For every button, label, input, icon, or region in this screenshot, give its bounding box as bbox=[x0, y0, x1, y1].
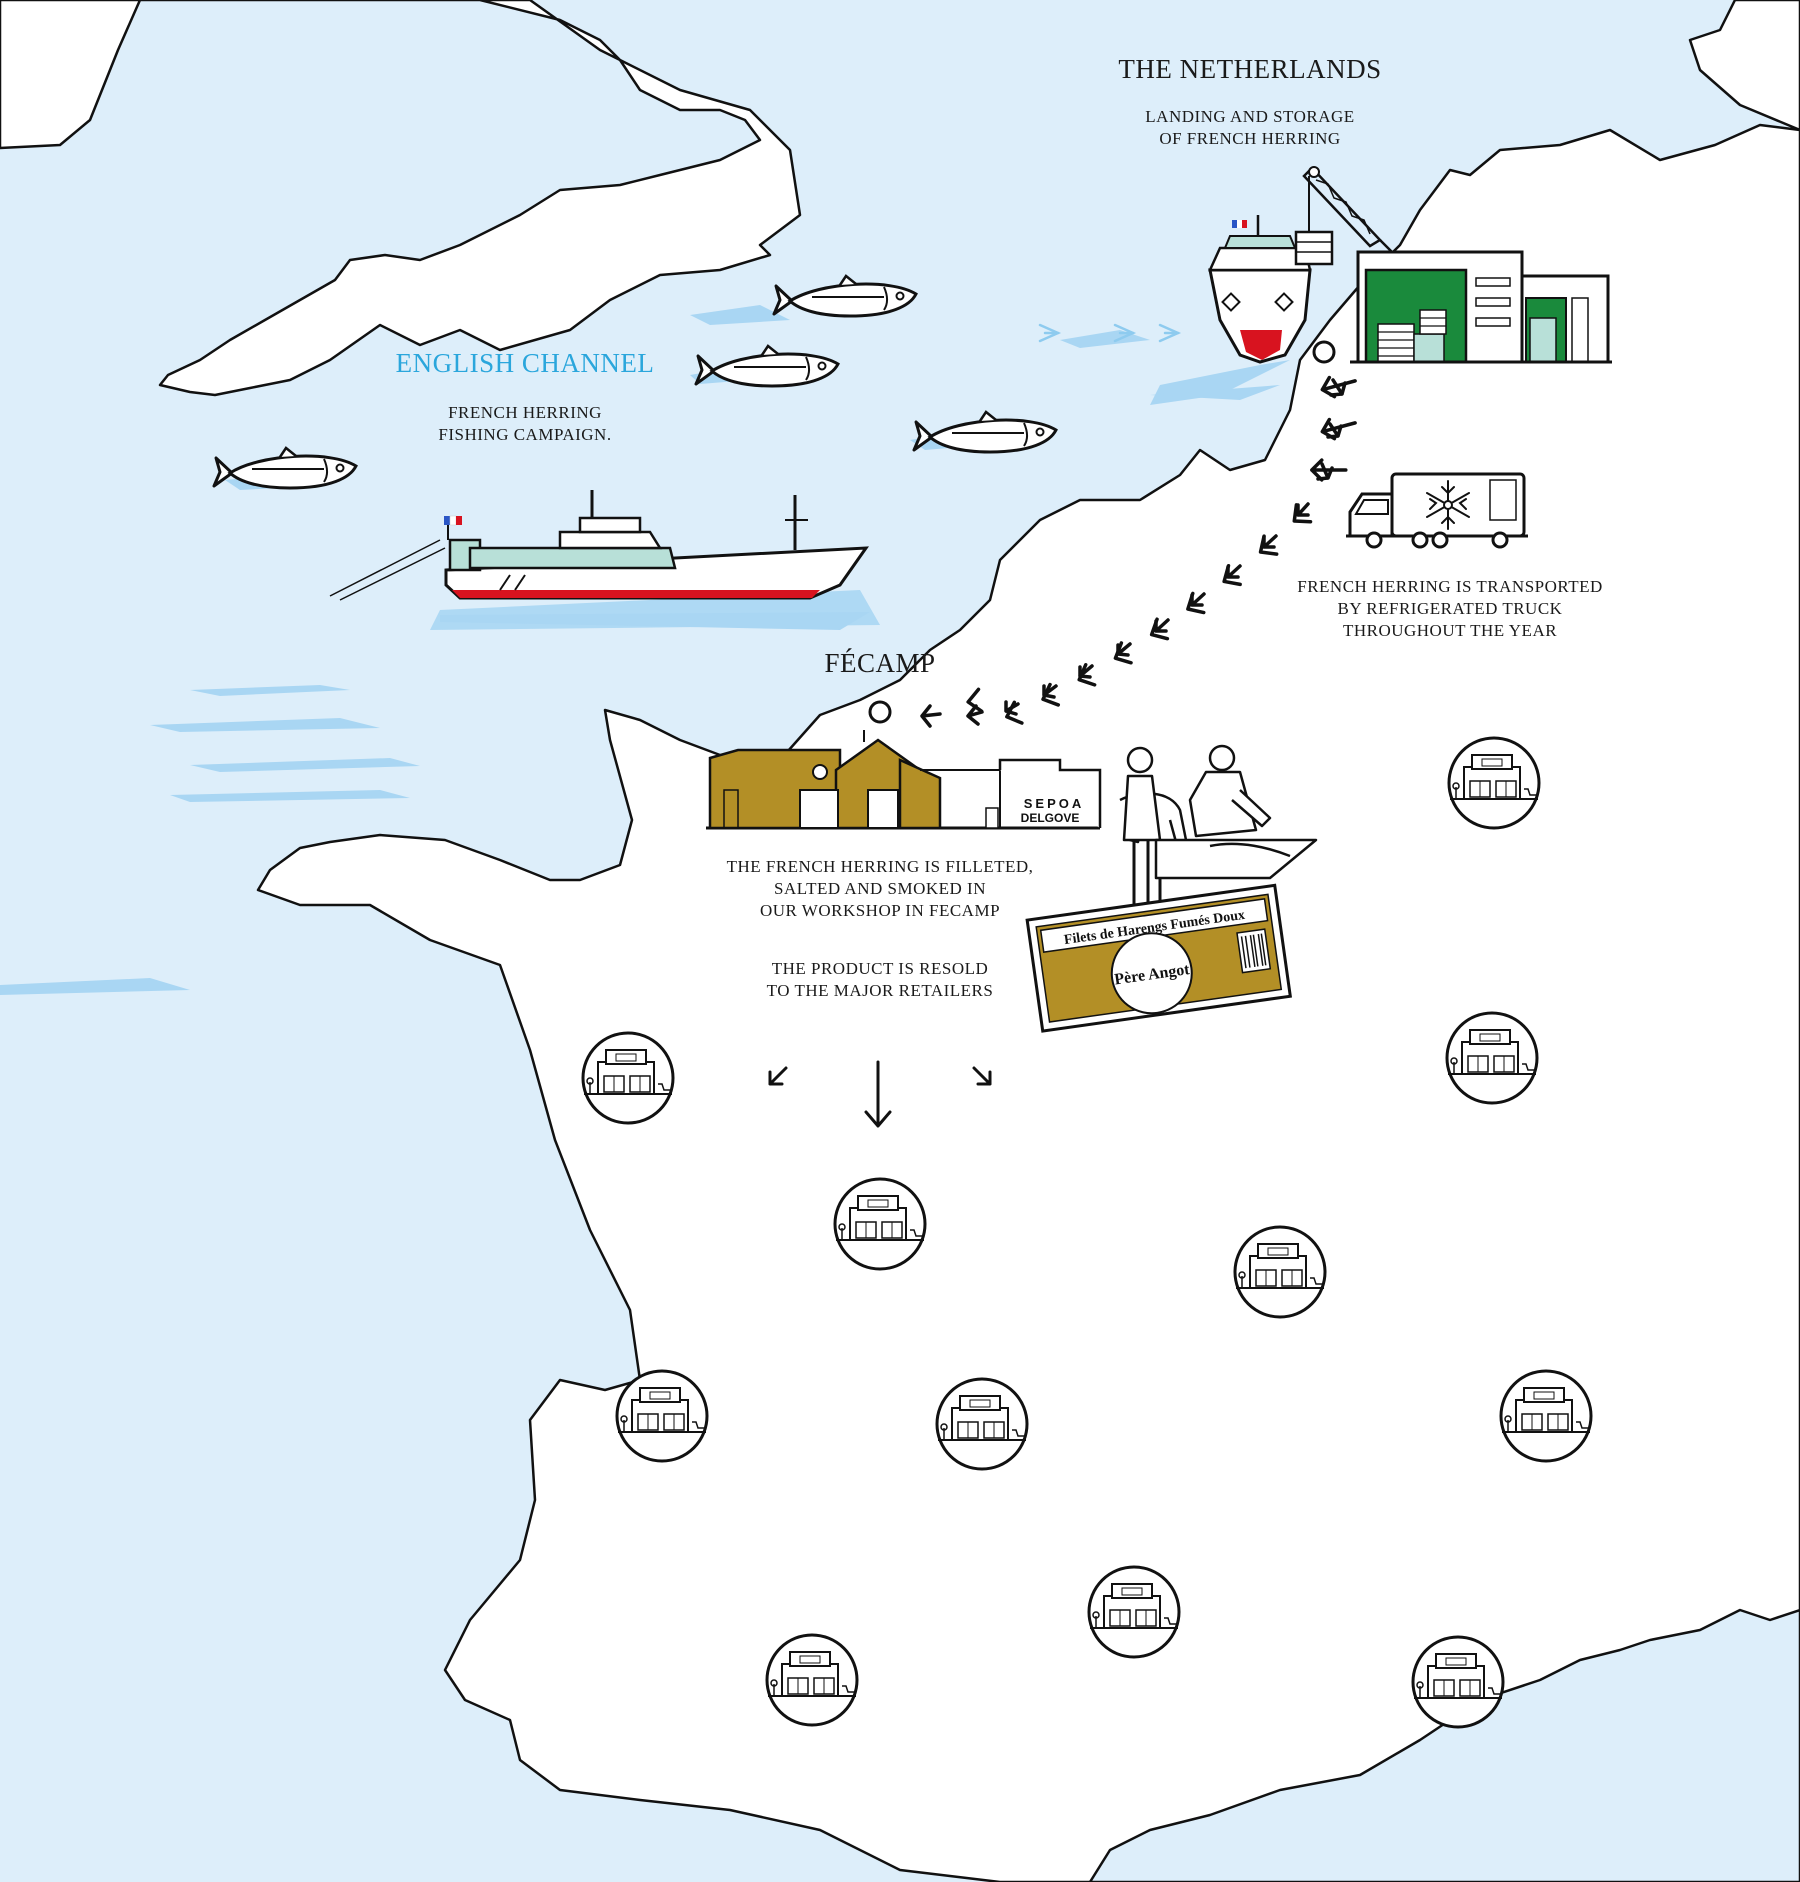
fecamp-marker bbox=[868, 700, 892, 724]
resold-caption: THE PRODUCT IS RESOLD TO THE MAJOR RETAI… bbox=[766, 959, 994, 1000]
retail-store-icon bbox=[1445, 1011, 1539, 1105]
retail-store-icon bbox=[1087, 1565, 1181, 1659]
factory-sign-top: SEPOA bbox=[1024, 796, 1085, 811]
route-start-marker bbox=[1312, 340, 1336, 364]
fecamp-label: FÉCAMP bbox=[824, 648, 936, 678]
refrigerated-truck-icon bbox=[1346, 472, 1528, 549]
netherlands-label: THE NETHERLANDS bbox=[1118, 54, 1382, 84]
retail-store-icon bbox=[833, 1177, 927, 1271]
great-britain-landmass bbox=[0, 0, 802, 397]
truck-caption: FRENCH HERRING IS TRANSPORTED BY REFRIGE… bbox=[1297, 577, 1603, 640]
retail-store-icon bbox=[765, 1633, 859, 1727]
distribution-arrows bbox=[768, 1060, 992, 1128]
retail-store-icon bbox=[1499, 1369, 1593, 1463]
retail-store-icon bbox=[581, 1031, 675, 1125]
retail-store-icon bbox=[1447, 736, 1541, 830]
english-channel-label: ENGLISH CHANNEL bbox=[395, 348, 655, 378]
filleted-caption: THE FRENCH HERRING IS FILLETED, SALTED A… bbox=[726, 857, 1034, 920]
snowflake-icon bbox=[1426, 480, 1470, 530]
retail-store-icon bbox=[1411, 1635, 1505, 1729]
factory-icon: SEPOA DELGOVE bbox=[706, 730, 1102, 830]
landing-caption: LANDING AND STORAGE OF FRENCH HERRING bbox=[1145, 107, 1355, 148]
workers-icon bbox=[1119, 744, 1318, 930]
mediterranean-sea bbox=[1088, 1608, 1800, 1882]
route-arrows-net bbox=[920, 378, 1347, 728]
fishing-caption: FRENCH HERRING FISHING CAMPAIGN. bbox=[438, 403, 612, 444]
retail-store-icon bbox=[615, 1369, 709, 1463]
factory-sign-bottom: DELGOVE bbox=[1021, 811, 1080, 825]
trawler-icon bbox=[329, 490, 870, 630]
retail-store-icon bbox=[1233, 1225, 1327, 1319]
retail-store-icon bbox=[935, 1377, 1029, 1471]
product-package-icon: Filets de Harengs Fumés Doux Père Angot bbox=[1025, 883, 1293, 1033]
cargo-ship-icon bbox=[1150, 215, 1312, 400]
warehouse-icon bbox=[1350, 250, 1612, 364]
crane-icon bbox=[1294, 166, 1397, 272]
migration-chevrons bbox=[1038, 323, 1182, 343]
